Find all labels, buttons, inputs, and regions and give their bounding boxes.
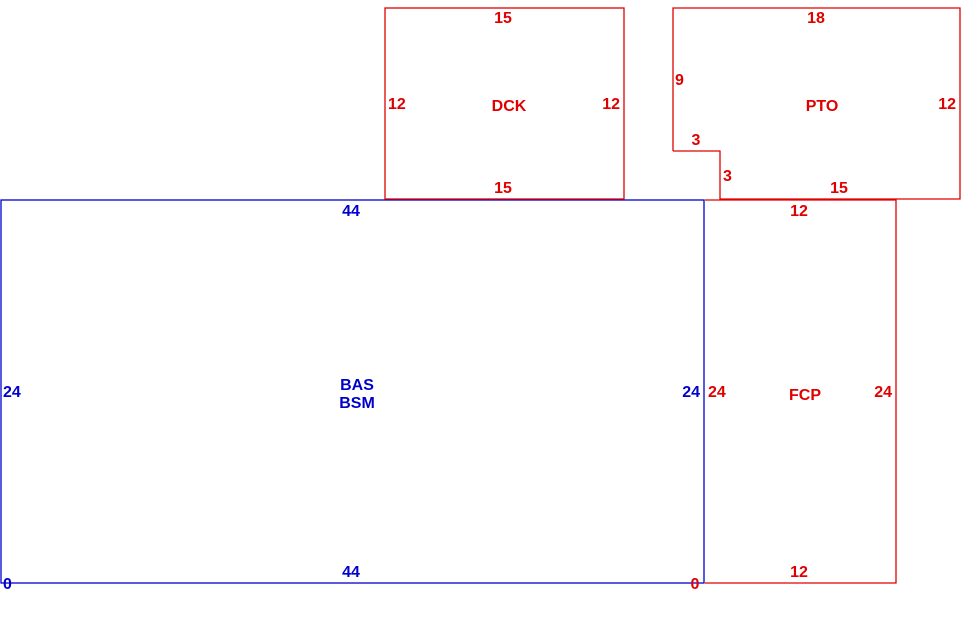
bas-bottom-dimension: 44 bbox=[342, 564, 360, 581]
dck-outline bbox=[384, 7, 625, 200]
bas-outline bbox=[0, 199, 705, 584]
pto-right-dimension: 12 bbox=[938, 96, 956, 113]
dck-left-dimension: 12 bbox=[388, 96, 406, 113]
pto-left-dimension: 9 bbox=[675, 72, 684, 89]
pto-outline bbox=[672, 7, 961, 200]
room-pto: 18 12 15 9 3 3 PTO bbox=[672, 7, 961, 200]
bas-room-name-secondary: BSM bbox=[339, 395, 375, 412]
dck-top-dimension: 15 bbox=[494, 10, 512, 27]
fcp-right-dimension: 24 bbox=[874, 384, 892, 401]
fcp-bottom-dimension: 12 bbox=[790, 564, 808, 581]
bas-room-name: BAS bbox=[340, 377, 374, 394]
fcp-left-dimension: 24 bbox=[708, 384, 726, 401]
bas-left-dimension: 24 bbox=[3, 384, 21, 401]
fcp-top-dimension: 12 bbox=[790, 203, 808, 220]
fcp-room-name: FCP bbox=[789, 387, 821, 404]
room-bas: 44 44 24 24 0 BAS BSM bbox=[0, 199, 705, 593]
bas-origin-right: 0 bbox=[691, 576, 700, 593]
dck-bottom-dimension: 15 bbox=[494, 180, 512, 197]
bas-origin-left: 0 bbox=[3, 576, 12, 593]
room-fcp: 12 12 24 24 FCP bbox=[705, 199, 897, 584]
pto-room-name: PTO bbox=[806, 98, 839, 115]
pto-top-dimension: 18 bbox=[807, 10, 825, 27]
dck-room-name: DCK bbox=[492, 98, 527, 115]
dck-right-dimension: 12 bbox=[602, 96, 620, 113]
room-dck: 15 15 12 12 DCK bbox=[384, 7, 625, 200]
pto-notch-vertical-dimension: 3 bbox=[723, 168, 732, 185]
bas-right-dimension: 24 bbox=[682, 384, 700, 401]
fcp-outline bbox=[705, 199, 897, 584]
pto-notch-horizontal-dimension: 3 bbox=[692, 132, 701, 149]
bas-top-dimension: 44 bbox=[342, 203, 360, 220]
pto-bottom-dimension: 15 bbox=[830, 180, 848, 197]
